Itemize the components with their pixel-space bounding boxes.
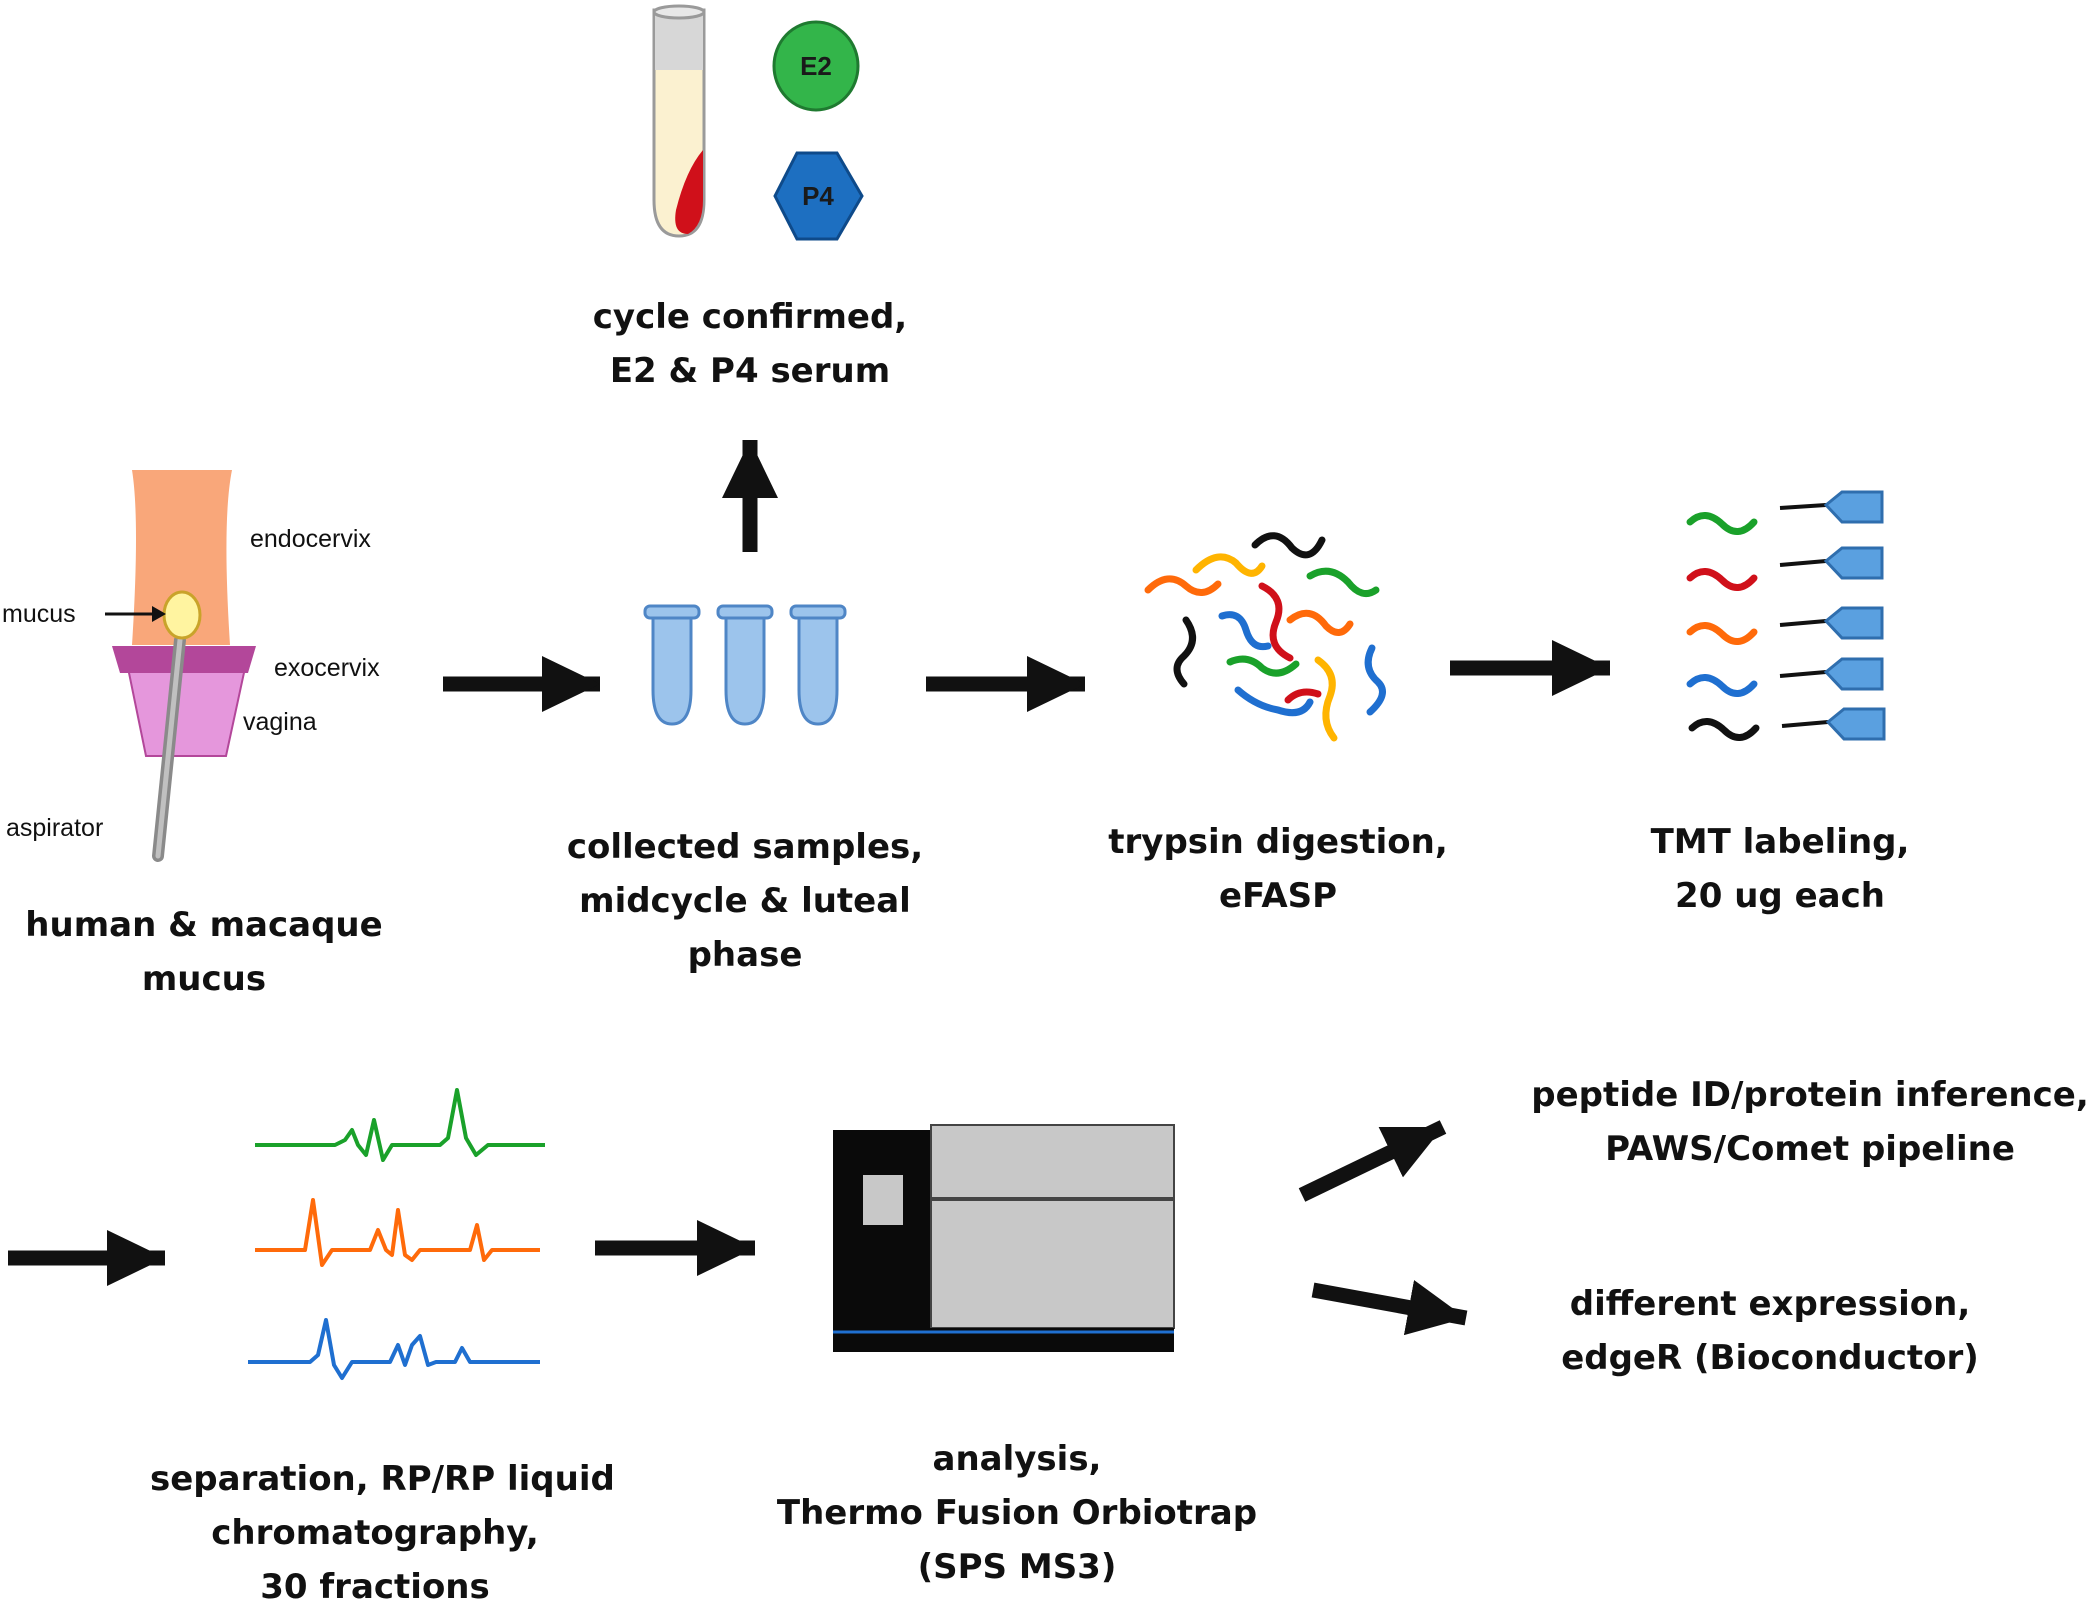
peptide-fragment (1364, 644, 1386, 716)
aspirator-label: aspirator (6, 814, 103, 842)
peptide-fragment (1226, 655, 1300, 677)
sample-tube (716, 604, 774, 726)
caption-line: phase (687, 935, 803, 975)
peptide-fragment (1251, 532, 1326, 559)
caption-line: midcycle & luteal (579, 881, 911, 921)
peptide-fragment (1192, 553, 1266, 577)
vagina-label: vagina (243, 708, 317, 736)
expression-caption: different expression, edgeR (Bioconducto… (1520, 1277, 2020, 1385)
tmt-tag (1686, 606, 1884, 645)
endocervix-shape (132, 470, 232, 645)
peptide-fragments-icon (1144, 532, 1386, 742)
serum-caption: cycle confirmed, E2 & P4 serum (550, 290, 950, 398)
digestion-caption: trypsin digestion, eFASP (1078, 815, 1478, 923)
tmt-tag (1688, 707, 1886, 741)
e2-hormone-icon: E2 (772, 20, 860, 112)
mass-spectrometer-icon (833, 1124, 1175, 1352)
analysis-caption: analysis, Thermo Fusion Orbiotrap (SPS M… (767, 1432, 1267, 1594)
chromatogram-trace (248, 1318, 540, 1380)
sample-tube (789, 604, 847, 726)
mucus-blob (162, 590, 202, 640)
caption-line: (SPS MS3) (917, 1547, 1117, 1587)
tmt-tag (1686, 546, 1884, 591)
p4-hormone-icon: P4 (773, 151, 864, 241)
chromatograms-icon (248, 1088, 545, 1380)
e2-label: E2 (800, 51, 832, 81)
endocervix-label: endocervix (250, 525, 371, 553)
peptide-fragment (1173, 616, 1196, 688)
tmt-tag (1686, 490, 1884, 535)
caption-line: analysis, (932, 1439, 1102, 1479)
peptide-fragment (1284, 688, 1322, 704)
caption-line: TMT labeling, (1650, 822, 1910, 862)
chromatogram-trace (255, 1088, 545, 1162)
peptide-fragment (1234, 686, 1314, 717)
cervix-illustration: endocervix mucus exocervix vagina aspira… (2, 470, 380, 862)
sample-tubes-icon (643, 604, 847, 726)
flow-arrows (8, 440, 1610, 1336)
arrow-analysis-to-identification (1298, 1120, 1447, 1202)
caption-line: 20 ug each (1675, 876, 1885, 916)
labeling-caption: TMT labeling, 20 ug each (1580, 815, 1980, 923)
tmt-tags-icon (1686, 490, 1886, 741)
peptide-fragment (1306, 567, 1380, 598)
caption-line: eFASP (1218, 876, 1338, 916)
peptide-fragment (1314, 656, 1338, 742)
peptide-fragment (1218, 611, 1272, 651)
arrow-analysis-to-expression (1311, 1280, 1468, 1336)
samples-caption: collected samples, midcycle & luteal pha… (545, 820, 945, 982)
caption-line: mucus (141, 959, 267, 999)
caption-line: Thermo Fusion Orbiotrap (776, 1493, 1258, 1533)
caption-line: PAWS/Comet pipeline (1605, 1129, 2015, 1169)
caption-line: different expression, (1569, 1284, 1971, 1324)
caption-line: collected samples, (566, 827, 924, 867)
separation-caption: separation, RP/RP liquid chromatography,… (150, 1452, 615, 1614)
tmt-tag (1686, 657, 1884, 697)
caption-line: trypsin digestion, (1108, 822, 1448, 862)
caption-line: separation, RP/RP liquid (150, 1459, 615, 1499)
blood-tube-icon (652, 4, 706, 238)
p4-label: P4 (802, 181, 834, 211)
peptide-fragment (1258, 582, 1294, 662)
caption-line: peptide ID/protein inference, (1531, 1075, 2089, 1115)
vagina-shape (126, 667, 247, 757)
identification-caption: peptide ID/protein inference, PAWS/Comet… (1530, 1068, 2090, 1176)
caption-line: edgeR (Bioconductor) (1561, 1338, 1979, 1378)
peptide-fragment (1286, 609, 1354, 636)
caption-line: human & macaque (25, 905, 383, 945)
caption-line: E2 & P4 serum (609, 351, 891, 391)
mucus-label: mucus (2, 600, 76, 628)
peptide-fragment (1144, 575, 1222, 596)
exocervix-label: exocervix (274, 654, 380, 682)
sample-tube (643, 604, 701, 726)
collection-caption: human & macaque mucus (4, 898, 404, 1006)
caption-line: chromatography, (211, 1513, 539, 1553)
caption-line: cycle confirmed, (592, 297, 908, 337)
chromatogram-trace (255, 1198, 540, 1267)
caption-line: 30 fractions (260, 1567, 490, 1607)
